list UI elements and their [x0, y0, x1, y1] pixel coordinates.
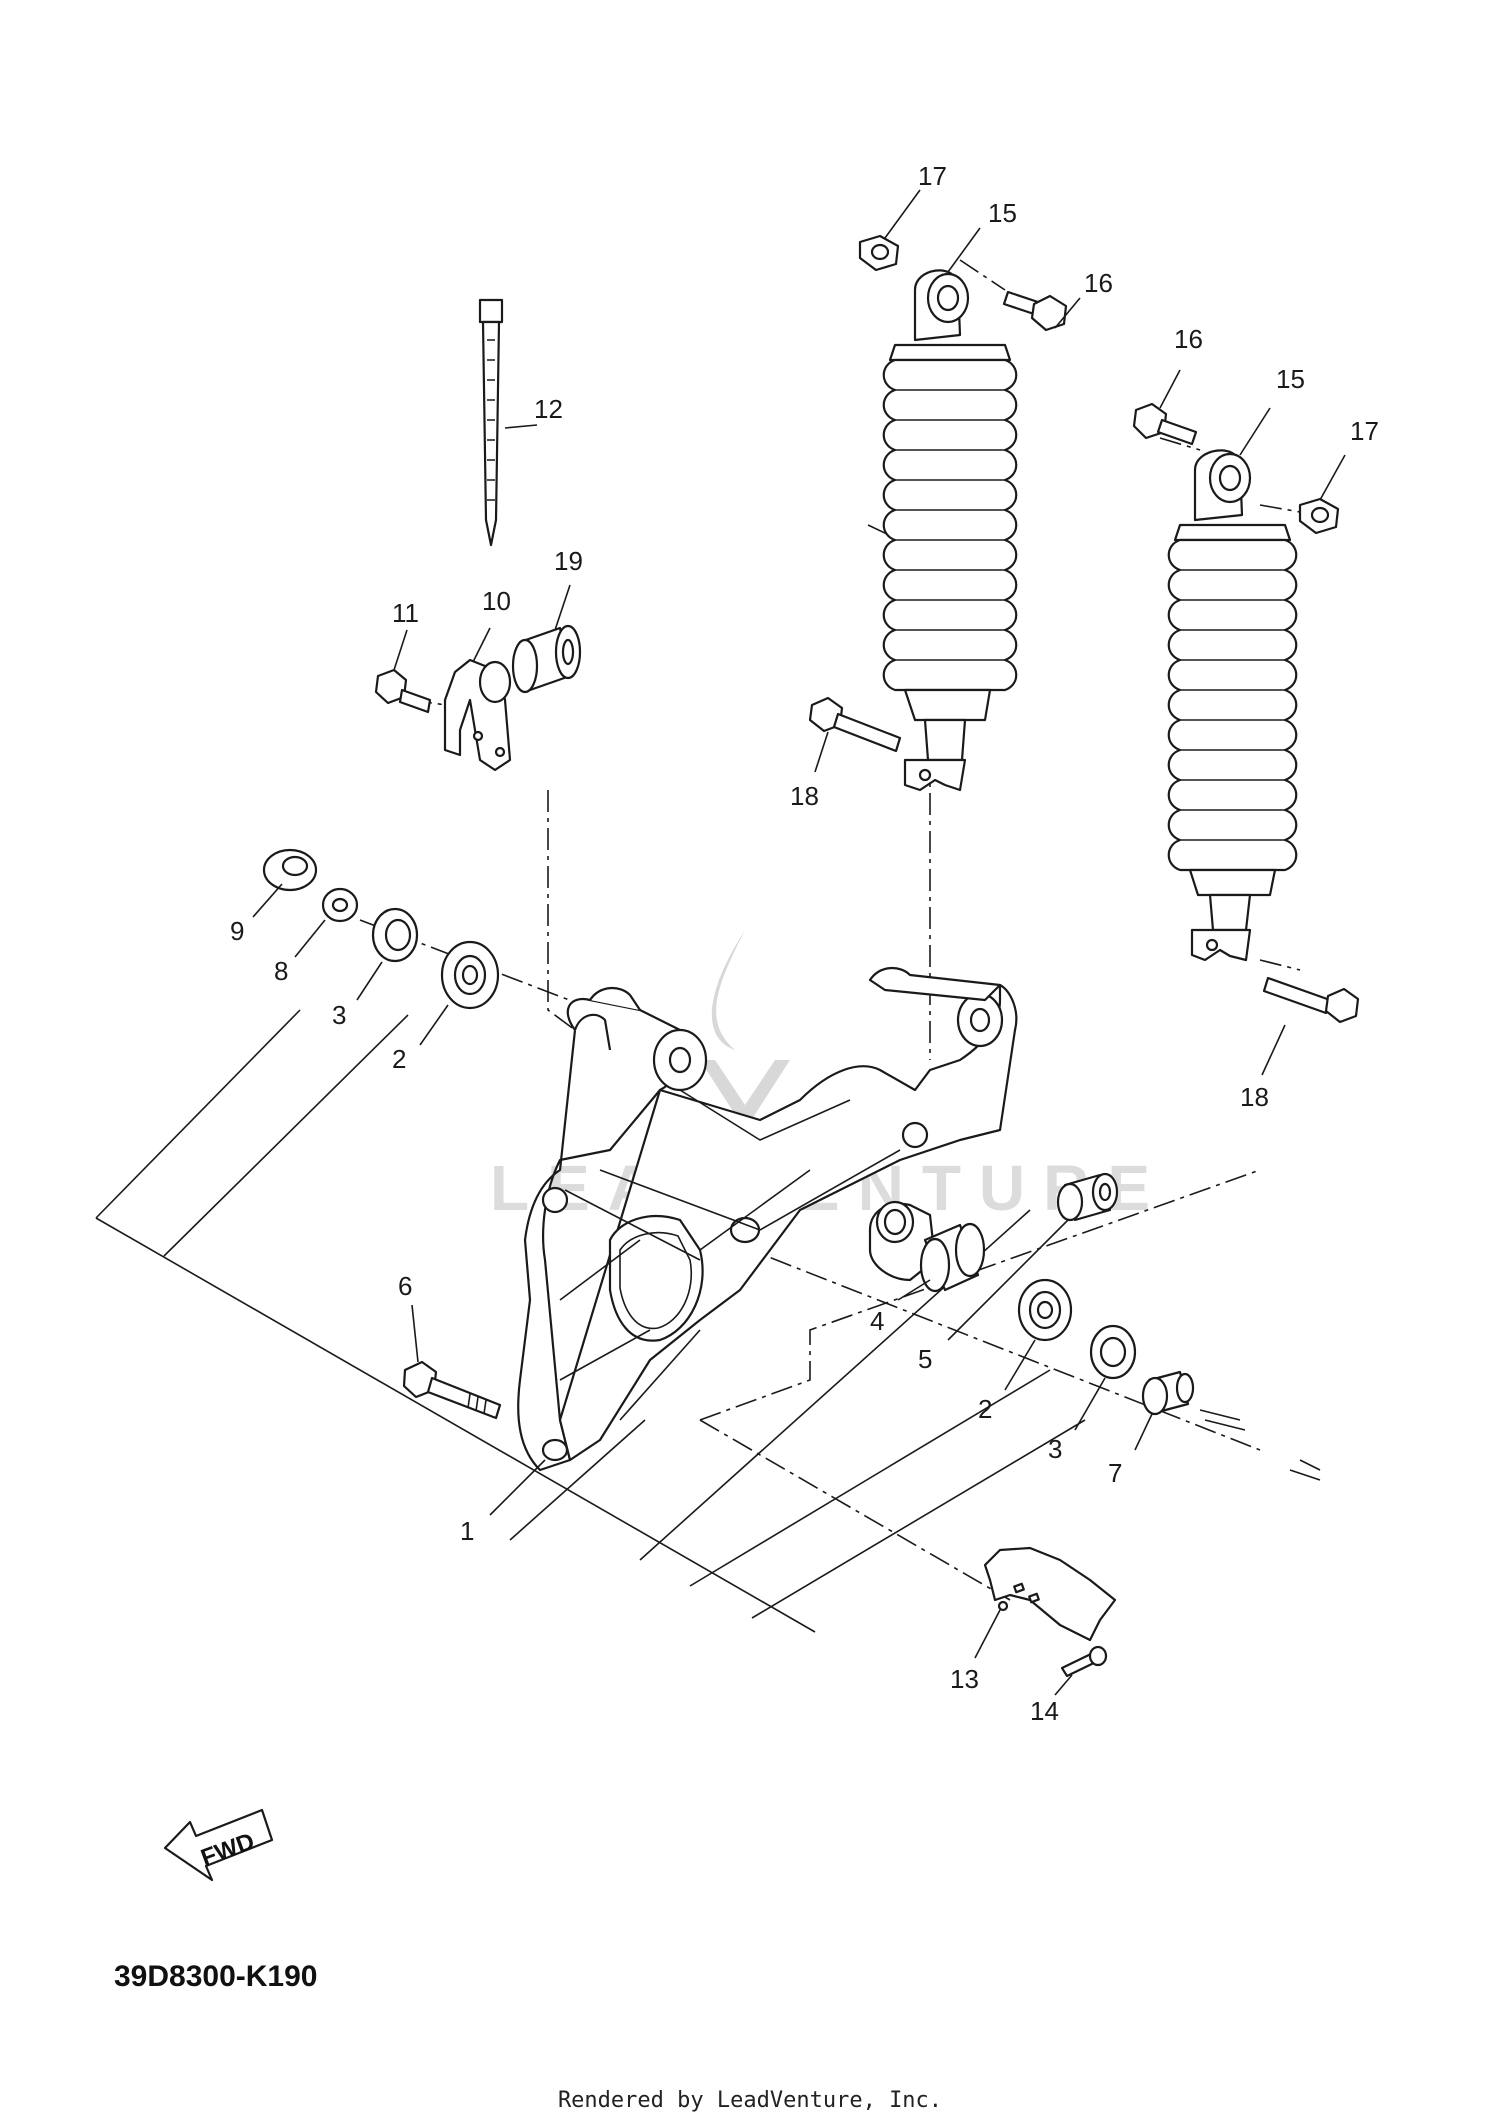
- part-3-seal-right: [1089, 1324, 1137, 1380]
- callout-7: 7: [1108, 1458, 1122, 1488]
- part-10-bracket: [443, 658, 512, 772]
- callout-17-right: 17: [1350, 416, 1379, 446]
- callout-11: 11: [392, 598, 419, 628]
- part-8-collar: [321, 887, 359, 923]
- part-16-bolt-left: [1002, 290, 1068, 332]
- callout-2-left: 2: [392, 1044, 406, 1074]
- part-15-shock-absorber-right: [1167, 449, 1298, 962]
- part-17-nut-right: [1298, 497, 1340, 535]
- callout-16-left: 16: [1084, 268, 1113, 298]
- part-2-bearing-left: [440, 940, 500, 1010]
- callout-8: 8: [274, 956, 288, 986]
- callout-18-left: 18: [790, 781, 819, 811]
- part-2-bearing-right: [1017, 1278, 1073, 1342]
- callout-17-left: 17: [918, 161, 947, 191]
- part-11-bolt: [374, 668, 432, 714]
- callout-1: 1: [460, 1516, 474, 1546]
- part-3-seal-left: [371, 907, 419, 963]
- part-15-shock-absorber-left: [882, 269, 1018, 792]
- part-14-screw: [1060, 1645, 1108, 1678]
- part-18-bolt-right: [1262, 976, 1360, 1024]
- part-1-swing-arm: [517, 967, 1018, 1472]
- callout-16-right: 16: [1174, 324, 1203, 354]
- callout-12: 12: [534, 394, 563, 424]
- callout-10: 10: [482, 586, 511, 616]
- part-7-collar: [1141, 1370, 1321, 1481]
- callout-6: 6: [398, 1271, 412, 1301]
- callout-5: 5: [918, 1344, 932, 1374]
- part-5-spacer: [1056, 1172, 1119, 1222]
- render-credit: Rendered by LeadVenture, Inc.: [557, 2088, 943, 2113]
- callout-labels: 17 15 16 16 15 17 12 19 11 10 18 18 9 8 …: [230, 161, 1379, 1726]
- part-12-cable-tie: [478, 298, 504, 547]
- part-18-bolt-left: [808, 696, 902, 753]
- part-13-plate: [983, 1546, 1117, 1642]
- part-9-nut: [262, 848, 318, 892]
- part-16-bolt-right: [1132, 402, 1198, 446]
- callout-18-right: 18: [1240, 1082, 1269, 1112]
- part-17-nut-left: [858, 234, 900, 272]
- callout-9: 9: [230, 916, 244, 946]
- leader-lines: [252, 189, 1346, 1696]
- part-6-bolt: [402, 1360, 502, 1420]
- callout-19: 19: [554, 546, 583, 576]
- callout-3-left: 3: [332, 1000, 346, 1030]
- callout-4: 4: [870, 1306, 884, 1336]
- diagram-code: 39D8300-K190: [114, 1960, 318, 1993]
- part-4-collar: [919, 1222, 986, 1293]
- callout-3-right: 3: [1048, 1434, 1062, 1464]
- fwd-arrow-icon: FWD: [163, 1808, 274, 1882]
- callout-14: 14: [1030, 1696, 1059, 1726]
- callout-15-left: 15: [988, 198, 1017, 228]
- callout-2-right: 2: [978, 1394, 992, 1424]
- callout-15-right: 15: [1276, 364, 1305, 394]
- part-19-collar: [511, 624, 582, 694]
- callout-13: 13: [950, 1664, 979, 1694]
